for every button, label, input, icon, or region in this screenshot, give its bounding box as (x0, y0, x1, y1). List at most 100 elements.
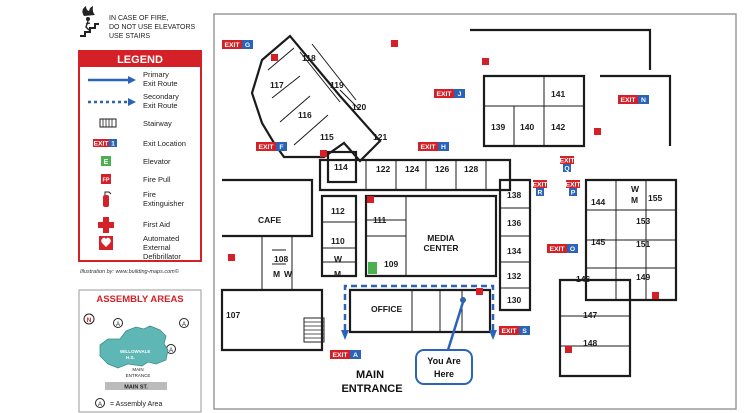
legend-primary-label-2: Exit Route (143, 79, 178, 88)
room-118: 118 (302, 53, 316, 63)
north-glyph: N (87, 317, 92, 324)
room-121: 121 (373, 132, 387, 142)
legend-firstaid-label: First Aid (143, 220, 170, 229)
you-are-here-callout (415, 349, 473, 385)
room-114-walls (326, 150, 358, 184)
legend-aed-label-2: External (143, 243, 171, 252)
room-119: 119 (330, 80, 344, 90)
room-136: 136 (507, 218, 521, 228)
room-111: 111 (373, 215, 387, 225)
north-arrow-icon: N (83, 313, 95, 325)
room-107: 107 (226, 310, 240, 320)
assembly-title: ASSEMBLY AREAS (96, 294, 183, 305)
west-wing-walls (220, 288, 324, 352)
room-145: 145 (591, 237, 605, 247)
assembly-key-marker: A (98, 402, 102, 408)
exit-p-badge: EXIT P (565, 180, 581, 197)
street-name: MAIN ST. (124, 385, 148, 391)
exit-location-icon: EXIT 1 (93, 139, 117, 148)
assembly-marker-2: A (182, 322, 186, 328)
room-130: 130 (507, 295, 521, 305)
exit-a-badge: EXIT A (330, 350, 361, 359)
room-146: 146 (576, 274, 590, 284)
stairway-icon (99, 118, 117, 128)
room-149: 149 (636, 272, 650, 282)
svg-text:R: R (538, 190, 543, 197)
assembly-marker-1: A (116, 322, 120, 328)
exit-h-badge: EXIT H (418, 142, 449, 151)
you-are-here-label-2: Here (434, 369, 454, 379)
svg-text:EXIT: EXIT (620, 97, 636, 104)
legend: LEGEND Primary Exit Route Secondary Exit… (78, 50, 202, 262)
school-footprint (99, 325, 169, 369)
svg-text:J: J (458, 91, 462, 98)
aed-icon (99, 236, 113, 250)
room-140: 140 (520, 122, 534, 132)
fire-pull-icon (228, 40, 659, 353)
svg-text:EXIT: EXIT (559, 158, 575, 165)
route-arrow-icon (341, 330, 497, 340)
exit-s-badge: EXIT S (499, 326, 530, 335)
fire-extinguisher-icon (103, 191, 112, 207)
restroom-m-108: M (273, 269, 280, 279)
legend-exit-word: EXIT (93, 141, 109, 148)
restroom-w-west: W (334, 254, 343, 264)
assembly-key-label: = Assembly Area (110, 401, 162, 408)
svg-text:A: A (353, 352, 358, 359)
svg-text:EXIT: EXIT (501, 328, 517, 335)
room-media-center-2: CENTER (424, 243, 459, 253)
restroom-w-east: W (631, 184, 640, 194)
room-media-center-1: MEDIA (427, 233, 454, 243)
exit-q-badge: EXIT Q (559, 156, 575, 173)
legend-frame (78, 50, 202, 262)
primary-route-arrow-icon (88, 76, 136, 84)
school-name-1: WILLOWVALE (120, 349, 150, 354)
room-151: 151 (636, 239, 650, 249)
legend-aed-label-1: Automated (143, 234, 179, 243)
legend-secondary-label-2: Exit Route (143, 101, 178, 110)
school-name-2: H.S. (126, 355, 135, 360)
exit-r-badge: EXIT R (532, 180, 548, 197)
room-108: 108 (274, 254, 288, 264)
room-134: 134 (507, 246, 521, 256)
stairway-icon (303, 317, 325, 343)
svg-text:Q: Q (564, 166, 569, 173)
assembly-key-icon: A (95, 398, 105, 408)
legend-exit-label: Exit Location (143, 139, 186, 148)
room-109: 109 (384, 259, 398, 269)
room-124: 124 (405, 164, 419, 174)
room-141: 141 (551, 89, 565, 99)
legend-exit-num: 1 (111, 141, 115, 148)
room-122: 122 (376, 164, 390, 174)
you-are-here-pointer (446, 301, 465, 351)
svg-text:EXIT: EXIT (565, 182, 581, 189)
secondary-route-arrow-icon (88, 98, 136, 106)
room-117: 117 (270, 80, 284, 90)
fire-warning: IN CASE OF FIRE, DO NOT USE ELEVATORS US… (80, 6, 196, 40)
north-wing-walls (250, 34, 382, 163)
room-110: 110 (331, 236, 345, 246)
legend-stairway-label: Stairway (143, 119, 172, 128)
room-144: 144 (591, 197, 605, 207)
assembly-marker-3: A (169, 348, 173, 354)
floor-plan: 118 117 119 116 120 115 121 114 122 124 … (213, 13, 737, 410)
legend-header (80, 52, 200, 67)
east-classroom-walls (498, 178, 532, 312)
svg-text:S: S (522, 328, 527, 335)
svg-text:EXIT: EXIT (549, 246, 565, 253)
svg-text:EXIT: EXIT (532, 182, 548, 189)
svg-text:N: N (641, 97, 646, 104)
secondary-exit-route (343, 284, 495, 330)
floor-plan-frame (213, 13, 737, 410)
room-148: 148 (583, 338, 597, 348)
northeast-wing-walls (482, 74, 586, 148)
room-138: 138 (507, 190, 521, 200)
legend-firepull-glyph: FP (102, 178, 109, 184)
you-are-here-label-1: You Are (427, 356, 461, 366)
room-112: 112 (331, 206, 345, 216)
svg-text:EXIT: EXIT (436, 91, 452, 98)
svg-text:EXIT: EXIT (332, 352, 348, 359)
room-142: 142 (551, 122, 565, 132)
room-147: 147 (583, 310, 597, 320)
